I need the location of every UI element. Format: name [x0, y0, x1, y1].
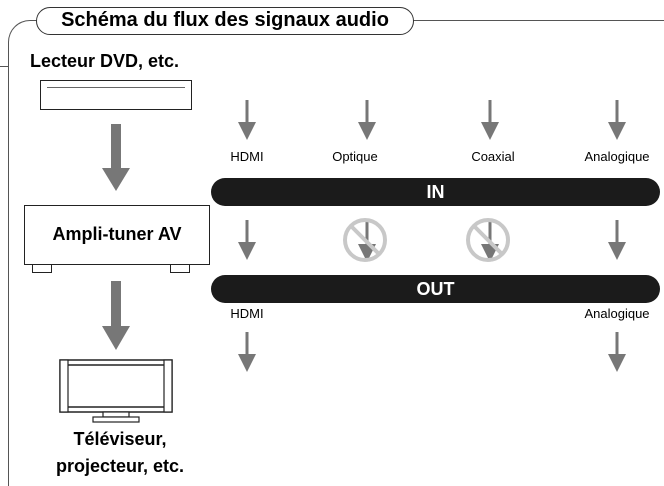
av-receiver-foot-left	[32, 265, 52, 273]
tv-label-line1: Téléviseur,	[73, 429, 167, 449]
input-label-analogique: Analogique	[584, 149, 650, 164]
tv-icon	[59, 359, 173, 423]
dvd-player-label: Lecteur DVD, etc.	[30, 51, 180, 71]
input-label-coaxial: Coaxial	[471, 149, 515, 164]
input-label-optique: Optique	[332, 149, 378, 164]
arrow-pass-hdmi	[238, 220, 256, 260]
arrow-out-analogique	[608, 332, 626, 372]
diagram-title: Schéma du flux des signaux audio	[36, 7, 414, 35]
arrow-pass-analogique	[608, 220, 626, 260]
av-receiver-foot-right	[170, 265, 190, 273]
arrow-in-hdmi	[238, 100, 256, 140]
input-bar: IN	[211, 178, 660, 206]
output-bar-label: OUT	[416, 279, 455, 299]
arrow-in-analogique	[608, 100, 626, 140]
blocked-coaxial-icon	[466, 218, 510, 262]
tv-label: Téléviseur, projecteur, etc.	[30, 426, 210, 480]
arrow-dvd-to-amp	[102, 124, 130, 191]
arrow-in-coaxial	[481, 100, 499, 140]
blocked-optique-icon	[343, 218, 387, 262]
frame-tick	[0, 66, 8, 67]
dvd-player-icon	[40, 80, 192, 110]
frame-border-top	[413, 20, 664, 21]
arrow-out-hdmi	[238, 332, 256, 372]
output-label-analogique: Analogique	[584, 306, 650, 321]
output-label-hdmi: HDMI	[230, 306, 264, 321]
input-bar-label: IN	[426, 182, 445, 202]
output-bar: OUT	[211, 275, 660, 303]
arrow-amp-to-tv	[102, 281, 130, 350]
av-receiver-box: Ampli-tuner AV	[24, 205, 210, 265]
frame-border-left	[8, 44, 9, 486]
arrow-in-optique	[358, 100, 376, 140]
input-label-hdmi: HDMI	[230, 149, 264, 164]
av-receiver-label: Ampli-tuner AV	[52, 224, 182, 244]
tv-label-line2: projecteur, etc.	[55, 456, 185, 476]
